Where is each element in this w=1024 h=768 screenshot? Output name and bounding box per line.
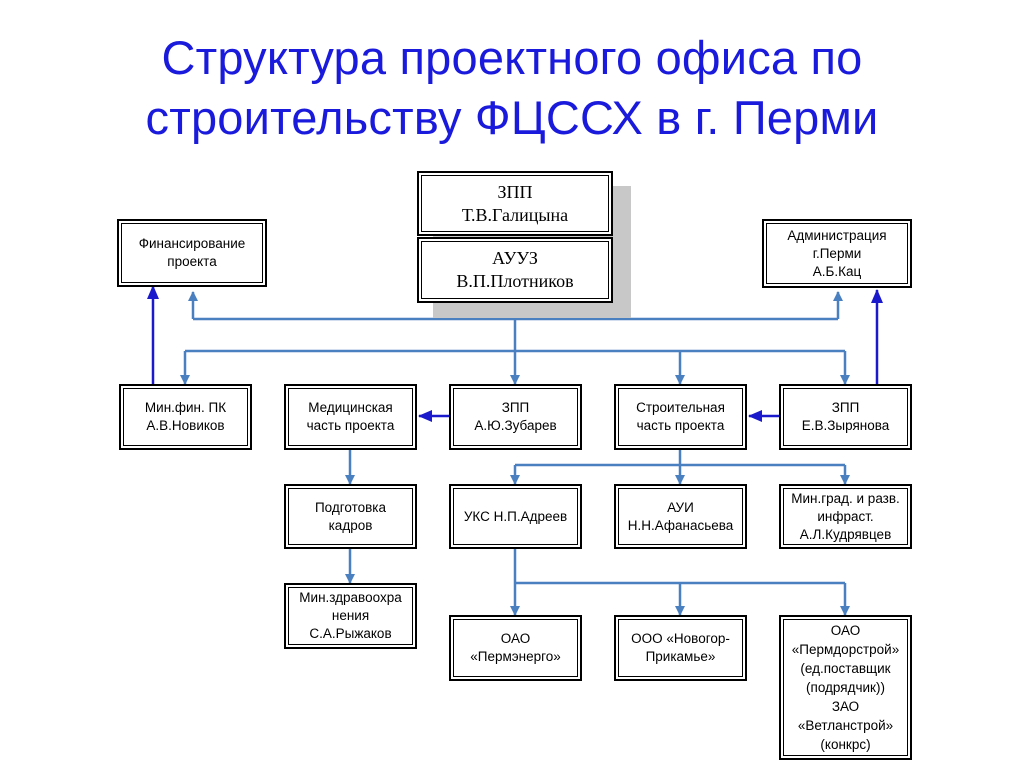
box-line: В.П.Плотников	[456, 271, 574, 291]
box-minfin: Мин.фин. ПК А.В.Новиков	[119, 384, 252, 450]
box-financing: Финансирование проекта	[117, 219, 267, 287]
title-line-1: Структура проектного офиса по	[161, 31, 863, 84]
box-line: часть проекта	[306, 418, 395, 433]
box-line: Прикамье»	[645, 649, 716, 664]
box-administration: Администрация г.Перми А.Б.Кац	[762, 219, 912, 288]
box-line: Строительная	[636, 400, 725, 415]
box-minzdrav: Мин.здравоохра нения С.А.Рыжаков	[284, 583, 417, 649]
box-line: АУИ	[667, 499, 694, 515]
box-line: кадров	[328, 517, 373, 533]
box-line: А.Ю.Зубарев	[474, 418, 557, 433]
box-line: «Пермэнерго»	[470, 649, 561, 664]
box-zpp-zubarev: ЗПП А.Ю.Зубарев	[449, 384, 582, 450]
box-line: Мин.здравоохра	[299, 590, 402, 605]
box-line: А.В.Новиков	[146, 418, 225, 433]
box-top-zpp: ЗПП Т.В.Галицына	[417, 171, 613, 236]
box-line: ЗПП	[831, 400, 860, 415]
box-line: проекта	[167, 254, 217, 269]
box-permenergo: ОАО «Пермэнерго»	[449, 615, 582, 681]
box-uks: УКС Н.П.Адреев	[449, 484, 582, 549]
box-training: Подготовка кадров	[284, 484, 417, 549]
box-line: Медицинская	[308, 400, 393, 415]
title-line-2: строительству ФЦССХ в г. Перми	[145, 91, 879, 144]
page-title: Структура проектного офиса по строительс…	[0, 28, 1024, 148]
box-line: Финансирование	[138, 236, 246, 251]
box-line: (подрядчик))	[806, 680, 885, 695]
box-construction: Строительная часть проекта	[614, 384, 747, 450]
box-mingrad: Мин.град. и разв. инфраст. А.Л.Кудрявцев	[779, 484, 912, 549]
box-line: инфраст.	[817, 508, 874, 524]
box-medical: Медицинская часть проекта	[284, 384, 417, 450]
box-permdorstroy: ОАО «Пермдорстрой» (ед.поставщик (подряд…	[779, 615, 912, 760]
box-top-auuz: АУУЗ В.П.Плотников	[417, 237, 613, 303]
box-line: А.Л.Кудрявцев	[799, 526, 892, 542]
box-line: ЗПП	[497, 181, 533, 202]
box-line: (ед.поставщик	[800, 661, 891, 676]
box-line: ОАО	[500, 631, 531, 646]
box-novogor: ООО «Новогор- Прикамье»	[614, 615, 747, 681]
box-line: Е.В.Зырянова	[801, 418, 890, 433]
box-line: АУУЗ	[492, 248, 538, 268]
box-line: (конкрс)	[820, 737, 871, 752]
box-line: Н.Н.Афанасьева	[627, 517, 734, 533]
box-line: ЗАО	[831, 699, 860, 714]
box-line: УКС Н.П.Адреев	[463, 508, 568, 524]
box-line: ООО «Новогор-	[631, 631, 730, 646]
box-line: ЗПП	[501, 400, 530, 415]
box-line: «Пермдорстрой»	[791, 642, 900, 657]
box-zpp-zyryanova: ЗПП Е.В.Зырянова	[779, 384, 912, 450]
box-line: «Ветланстрой»	[797, 718, 894, 733]
box-line: С.А.Рыжаков	[309, 626, 392, 641]
box-line: Мин.град. и разв.	[791, 490, 900, 506]
box-line: г.Перми	[812, 245, 862, 261]
box-line: ОАО	[830, 623, 861, 638]
box-line: нения	[331, 608, 370, 623]
box-line: часть проекта	[636, 418, 725, 433]
box-line: А.Б.Кац	[812, 263, 862, 279]
box-line: Подготовка	[314, 499, 387, 515]
box-line: Администрация	[787, 227, 887, 243]
box-line: Т.В.Галицына	[461, 204, 569, 225]
box-line: Мин.фин. ПК	[144, 400, 227, 415]
box-aui: АУИ Н.Н.Афанасьева	[614, 484, 747, 549]
